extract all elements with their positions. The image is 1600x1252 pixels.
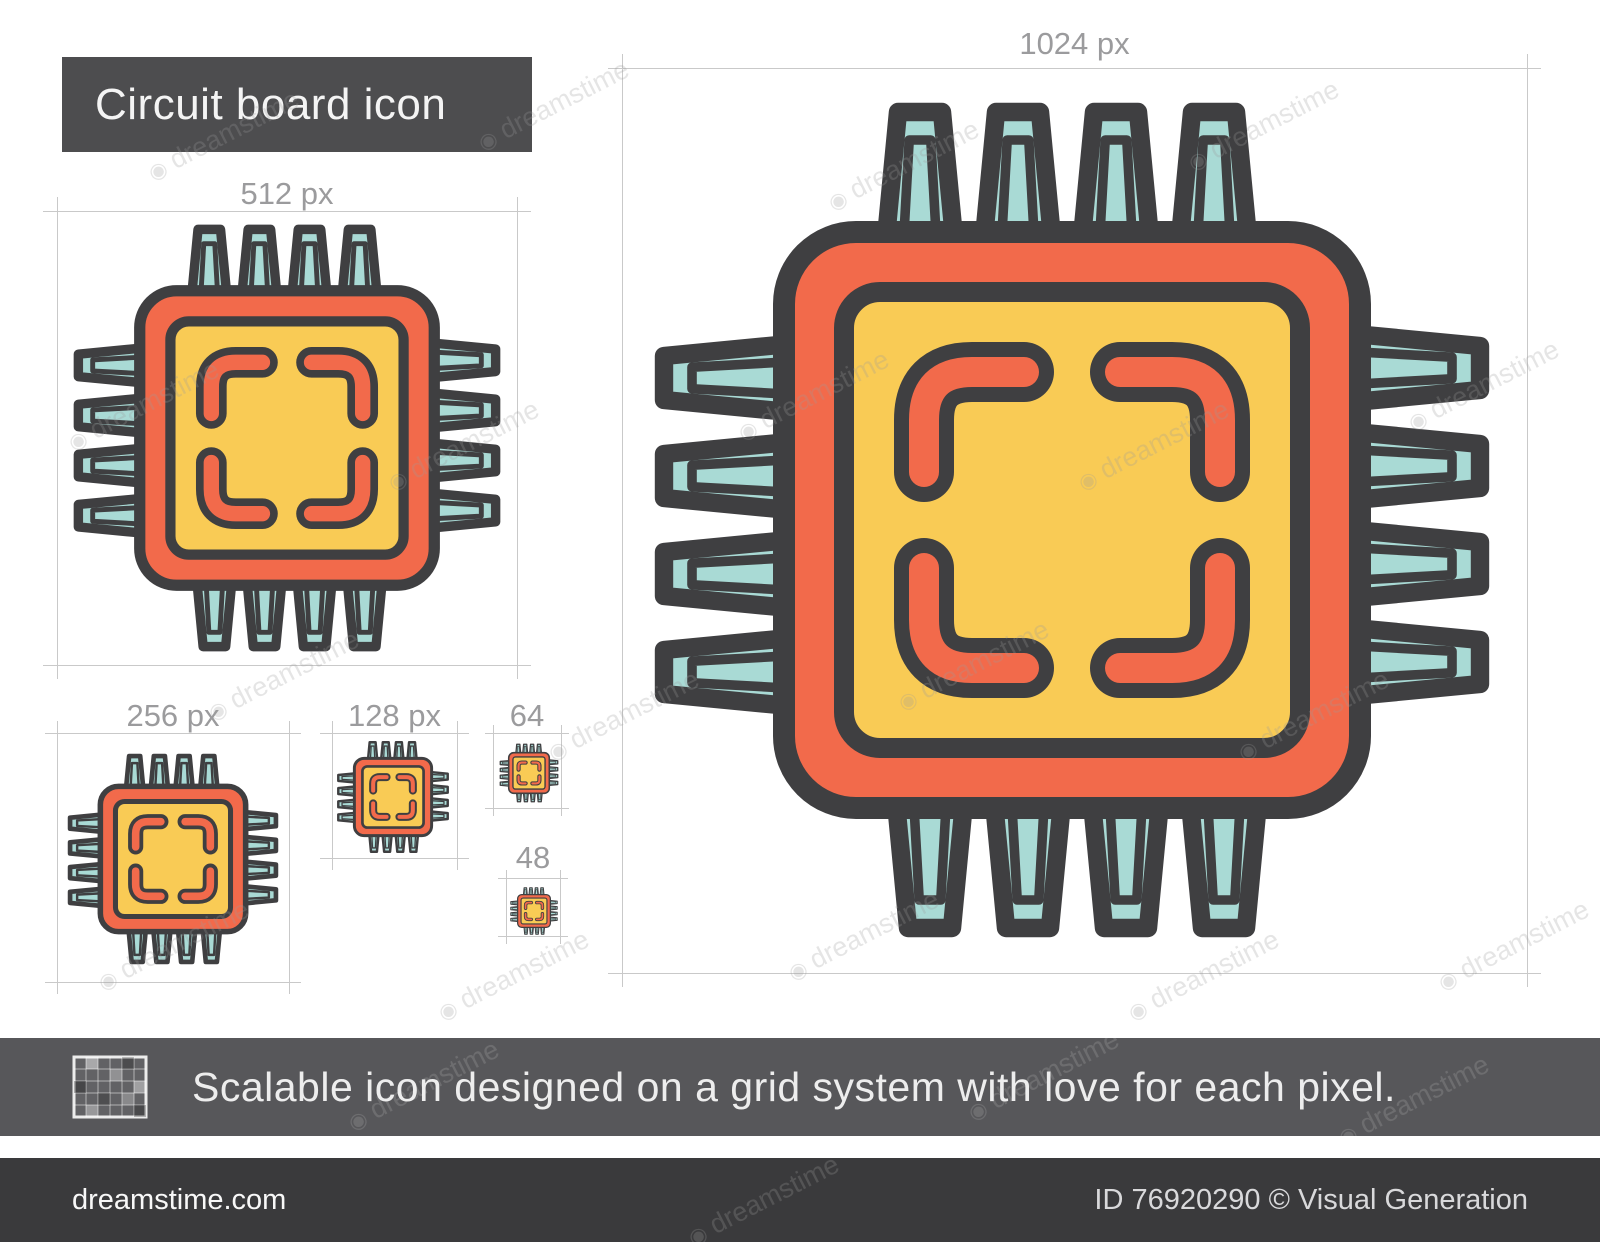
guide-line bbox=[289, 721, 290, 994]
size-label-256: 256 px bbox=[126, 698, 220, 733]
page-title: Circuit board icon bbox=[95, 79, 447, 129]
size-label-512: 512 px bbox=[240, 176, 334, 211]
guide-line bbox=[45, 733, 301, 734]
guide-line bbox=[561, 725, 562, 816]
message-text: Scalable icon designed on a grid system … bbox=[192, 1063, 1396, 1110]
size-label-64: 64 bbox=[509, 698, 545, 733]
circuit-board-icon-64 bbox=[498, 742, 560, 804]
guide-line bbox=[622, 54, 623, 987]
guide-line bbox=[498, 878, 568, 879]
dreamstime-logo-icon: ◉ bbox=[1434, 966, 1462, 996]
dreamstime-logo-icon: ◉ bbox=[434, 996, 462, 1026]
guide-line bbox=[57, 721, 58, 994]
footer-bar: dreamstime.com ID 76920290 © Visual Gene… bbox=[0, 1158, 1600, 1242]
guide-line bbox=[320, 733, 469, 734]
guide-line bbox=[57, 197, 58, 679]
guide-line bbox=[493, 725, 494, 816]
dreamstime-logo-icon: ◉ bbox=[1124, 996, 1152, 1026]
message-bar: Scalable icon designed on a grid system … bbox=[0, 1038, 1600, 1136]
guide-line bbox=[485, 733, 569, 734]
title-bar: Circuit board icon bbox=[62, 57, 532, 152]
guide-line bbox=[498, 936, 568, 937]
watermark: ◉dreamstime bbox=[432, 924, 594, 1027]
circuit-board-icon-48 bbox=[509, 886, 559, 936]
guide-line bbox=[608, 973, 1541, 974]
circuit-board-icon-512 bbox=[62, 213, 512, 663]
guide-line bbox=[506, 870, 507, 944]
circuit-board-icon-1024 bbox=[632, 80, 1512, 960]
guide-line bbox=[320, 858, 469, 859]
guide-line bbox=[457, 721, 458, 870]
guide-line bbox=[45, 982, 301, 983]
footer-site-link[interactable]: dreamstime.com bbox=[72, 1183, 287, 1216]
guide-line bbox=[485, 808, 569, 809]
guide-line bbox=[43, 211, 531, 212]
circuit-board-icon-256 bbox=[62, 748, 284, 970]
guide-line bbox=[332, 721, 333, 870]
guide-line bbox=[517, 197, 518, 679]
grid-icon bbox=[72, 1055, 148, 1119]
guide-line bbox=[560, 870, 561, 944]
circuit-board-icon-128 bbox=[334, 738, 452, 856]
guide-line bbox=[1527, 54, 1528, 987]
size-label-1024: 1024 px bbox=[1019, 26, 1130, 61]
size-label-128: 128 px bbox=[347, 698, 442, 733]
footer-credit: ID 76920290 © Visual Generation bbox=[1094, 1183, 1528, 1216]
dreamstime-logo-icon: ◉ bbox=[94, 966, 122, 996]
guide-line bbox=[43, 665, 531, 666]
size-label-48: 48 bbox=[515, 840, 551, 875]
watermark-text: dreamstime bbox=[454, 923, 594, 1015]
guide-line bbox=[608, 68, 1541, 69]
dreamstime-logo-icon: ◉ bbox=[784, 956, 812, 986]
